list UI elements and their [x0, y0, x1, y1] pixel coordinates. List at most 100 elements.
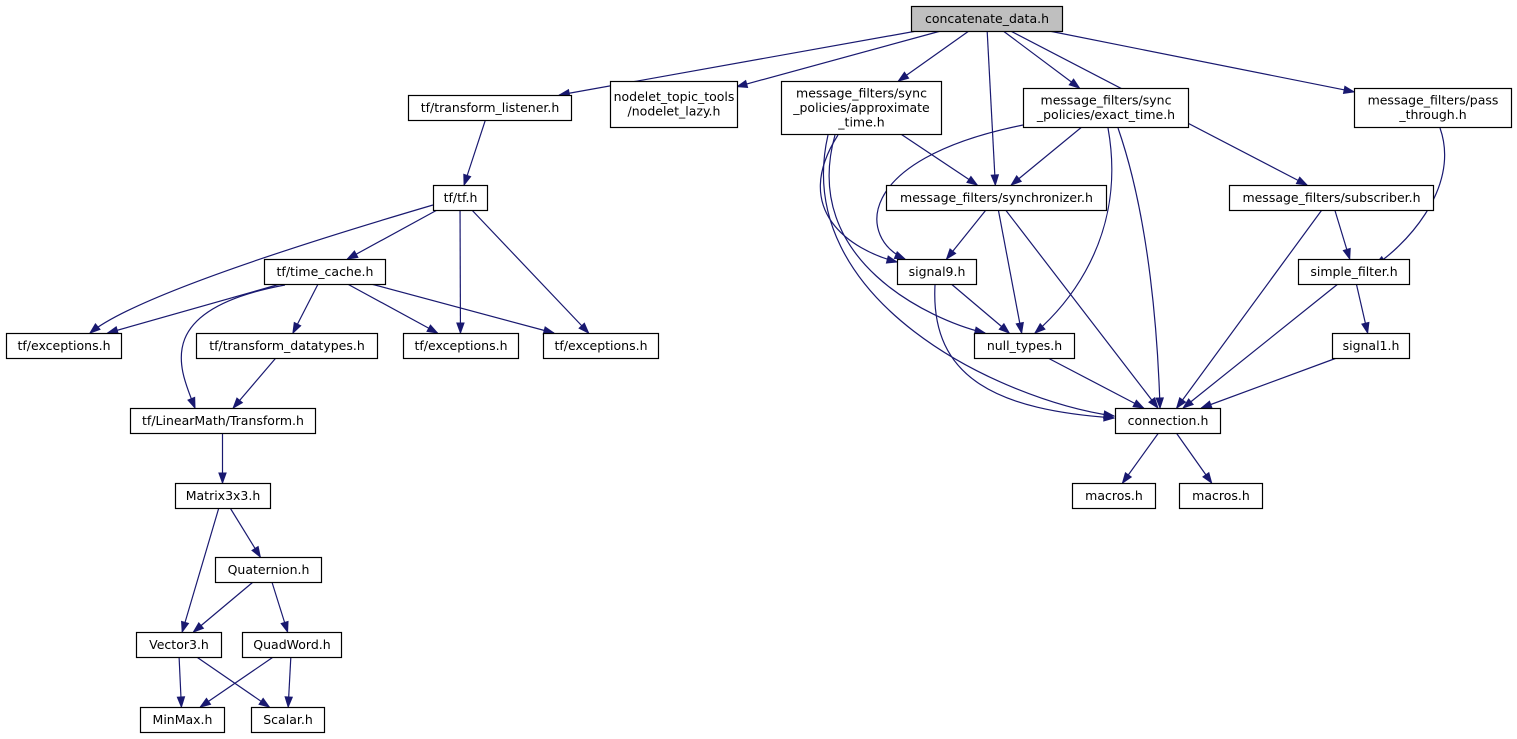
edge-synchronizer-to-connection — [1005, 209, 1159, 410]
edge-line — [828, 134, 986, 334]
node-pass-through[interactable]: message_filters/pass_through.h — [1353, 87, 1513, 129]
node-macros-2[interactable]: macros.h — [1178, 482, 1264, 510]
node-exceptions-3[interactable]: tf/exceptions.h — [542, 332, 660, 360]
node-box — [250, 706, 326, 734]
edge-line — [232, 357, 277, 409]
node-transform-listener[interactable]: tf/transform_listener.h — [407, 94, 573, 122]
node-signal9[interactable]: signal9.h — [896, 258, 978, 286]
edge-concatenate_data-to-exact_time — [1002, 30, 1081, 89]
edge-exact_time-to-signal9 — [876, 124, 1024, 260]
edge-arrowhead — [893, 250, 907, 260]
node-label: signal9.h — [909, 264, 966, 279]
node-linearmath-transform[interactable]: tf/LinearMath/Transform.h — [129, 407, 317, 435]
edge-line — [819, 134, 898, 263]
edge-tf_h-to-exceptions_1 — [88, 204, 434, 334]
node-box — [896, 258, 978, 286]
node-box — [973, 332, 1076, 360]
node-label: macros.h — [1192, 488, 1250, 503]
edge-quadword-to-minmax — [199, 656, 274, 708]
node-null-types[interactable]: null_types.h — [973, 332, 1076, 360]
edge-signal1-to-connection — [1199, 357, 1337, 409]
edge-arrowhead — [1342, 247, 1351, 261]
node-exceptions-2[interactable]: tf/exceptions.h — [402, 332, 520, 360]
node-label: QuadWord.h — [253, 637, 330, 652]
node-simple-filter[interactable]: simple_filter.h — [1297, 258, 1411, 286]
edge-arrowhead — [199, 697, 212, 708]
edge-line — [107, 283, 281, 334]
node-scalar[interactable]: Scalar.h — [250, 706, 326, 734]
node-vector3[interactable]: Vector3.h — [135, 631, 223, 659]
edge-arrowhead — [218, 472, 227, 485]
edge-arrowhead — [1155, 397, 1165, 410]
node-box — [407, 94, 573, 122]
node-label: /nodelet_lazy.h — [628, 104, 721, 119]
node-quadword[interactable]: QuadWord.h — [241, 631, 343, 659]
node-tf-h[interactable]: tf/tf.h — [432, 184, 489, 212]
node-label: tf/exceptions.h — [17, 338, 110, 353]
edge-simple_filter-to-connection — [1181, 283, 1339, 409]
edge-time_cache-to-linearmath_transform — [180, 284, 286, 410]
node-minmax[interactable]: MinMax.h — [139, 706, 226, 734]
edge-matrix3x3-to-quaternion — [229, 507, 262, 559]
edge-exact_time-to-null_types — [1033, 127, 1113, 334]
node-box — [214, 556, 323, 584]
node-label: tf/exceptions.h — [414, 338, 507, 353]
node-box — [910, 5, 1064, 33]
node-label: concatenate_data.h — [925, 11, 1049, 26]
node-label: nodelet_topic_tools — [614, 89, 735, 104]
edge-signal9-to-null_types — [950, 283, 1011, 334]
node-label: message_filters/synchronizer.h — [900, 190, 1093, 205]
node-matrix3x3[interactable]: Matrix3x3.h — [174, 482, 272, 510]
edge-quaternion-to-quadword — [271, 581, 289, 634]
edge-arrowhead — [1199, 400, 1213, 409]
edge-approximate_time-to-null_types — [828, 134, 987, 335]
edge-arrowhead — [990, 174, 1000, 187]
edge-linearmath_transform-to-matrix3x3 — [218, 433, 227, 485]
edge-synchronizer-to-signal9 — [945, 209, 987, 261]
node-quaternion[interactable]: Quaternion.h — [214, 556, 323, 584]
node-concatenate-data[interactable]: concatenate_data.h — [910, 5, 1064, 33]
node-macros-1[interactable]: macros.h — [1071, 482, 1157, 510]
edge-quadword-to-scalar — [284, 656, 294, 709]
edge-line — [1005, 209, 1159, 409]
edge-line — [898, 30, 970, 82]
edge-simple_filter-to-signal1 — [1355, 283, 1370, 335]
edge-line — [986, 30, 996, 186]
node-signal1[interactable]: signal1.h — [1331, 332, 1411, 360]
node-synchronizer[interactable]: message_filters/synchronizer.h — [885, 184, 1108, 212]
node-label: tf/exceptions.h — [554, 338, 647, 353]
node-label: message_filters/pass — [1368, 93, 1499, 108]
edge-matrix3x3-to-vector3 — [181, 507, 220, 634]
edge-line — [347, 283, 438, 334]
edge-arrowhead — [966, 175, 979, 186]
node-label: signal1.h — [1343, 338, 1400, 353]
node-connection[interactable]: connection.h — [1114, 407, 1222, 435]
edge-arrowhead — [735, 79, 749, 89]
node-exact-time[interactable]: message_filters/sync_policies/exact_time… — [1022, 87, 1190, 129]
edge-line — [347, 209, 438, 260]
node-box — [885, 184, 1108, 212]
node-time-cache[interactable]: tf/time_cache.h — [263, 258, 387, 286]
node-label: simple_filter.h — [1310, 264, 1397, 279]
edge-connection-to-macros_1 — [1121, 432, 1159, 485]
node-box — [780, 80, 943, 136]
node-label: null_types.h — [987, 338, 1062, 353]
node-box — [402, 332, 520, 360]
edge-arrowhead — [885, 255, 899, 264]
edge-line — [997, 209, 1023, 334]
edge-line — [934, 284, 1115, 419]
edge-line — [1176, 209, 1323, 409]
edge-approximate_time-to-synchronizer — [900, 133, 979, 186]
node-subscriber[interactable]: message_filters/subscriber.h — [1228, 184, 1435, 212]
edge-concatenate_data-to-approximate_time — [897, 30, 970, 82]
node-approximate-time[interactable]: message_filters/sync_policies/approximat… — [780, 80, 943, 136]
node-exceptions-1[interactable]: tf/exceptions.h — [5, 332, 123, 360]
node-nodelet-lazy[interactable]: nodelet_topic_tools/nodelet_lazy.h — [609, 80, 739, 129]
edge-line — [1049, 30, 1355, 93]
node-transform-datatypes[interactable]: tf/transform_datatypes.h — [195, 332, 379, 360]
edge-arrowhead — [181, 620, 190, 634]
edge-transform_listener-to-tf_h — [463, 119, 486, 187]
edge-line — [1010, 126, 1083, 186]
